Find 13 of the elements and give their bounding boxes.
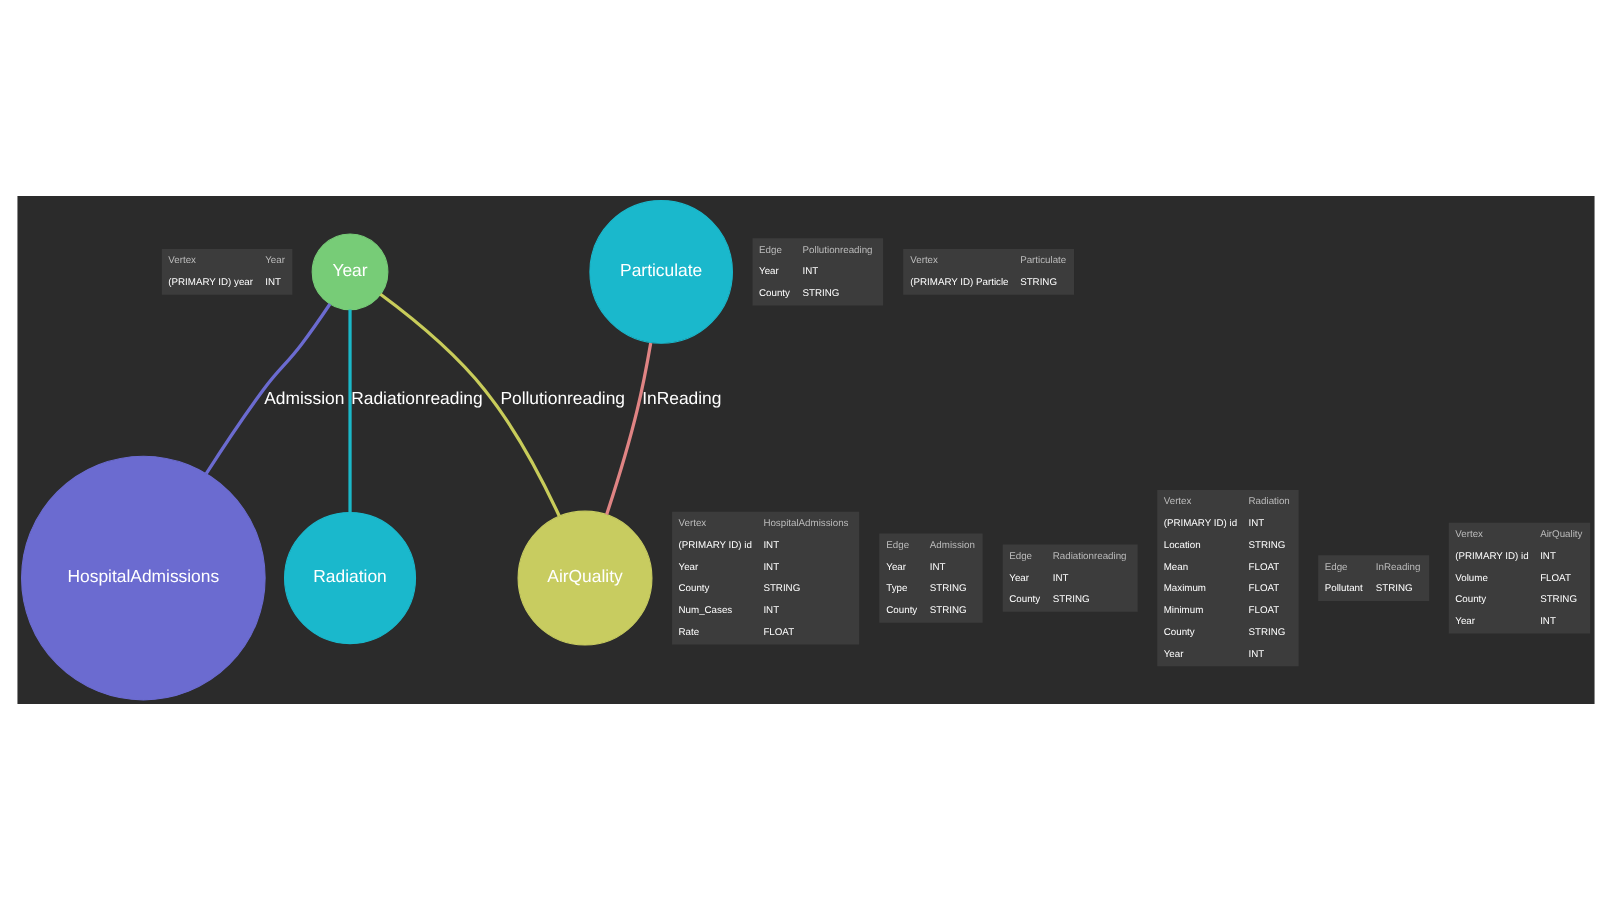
node-circle: HospitalAdmissions: [21, 455, 266, 701]
connector: [605, 342, 653, 515]
node-circle: Radiation: [284, 512, 417, 645]
edge-label: Radiationreading: [351, 388, 483, 409]
connector: [379, 293, 561, 517]
edge-label: Admission: [264, 388, 345, 409]
connector: [204, 303, 332, 475]
node-circle: AirQuality: [517, 510, 653, 646]
connector: [348, 309, 352, 513]
node-circle: Year: [311, 233, 389, 311]
edge-label: InReading: [642, 388, 722, 409]
edge-label: Pollutionreading: [500, 388, 626, 409]
node-circle: Particulate: [589, 200, 733, 344]
